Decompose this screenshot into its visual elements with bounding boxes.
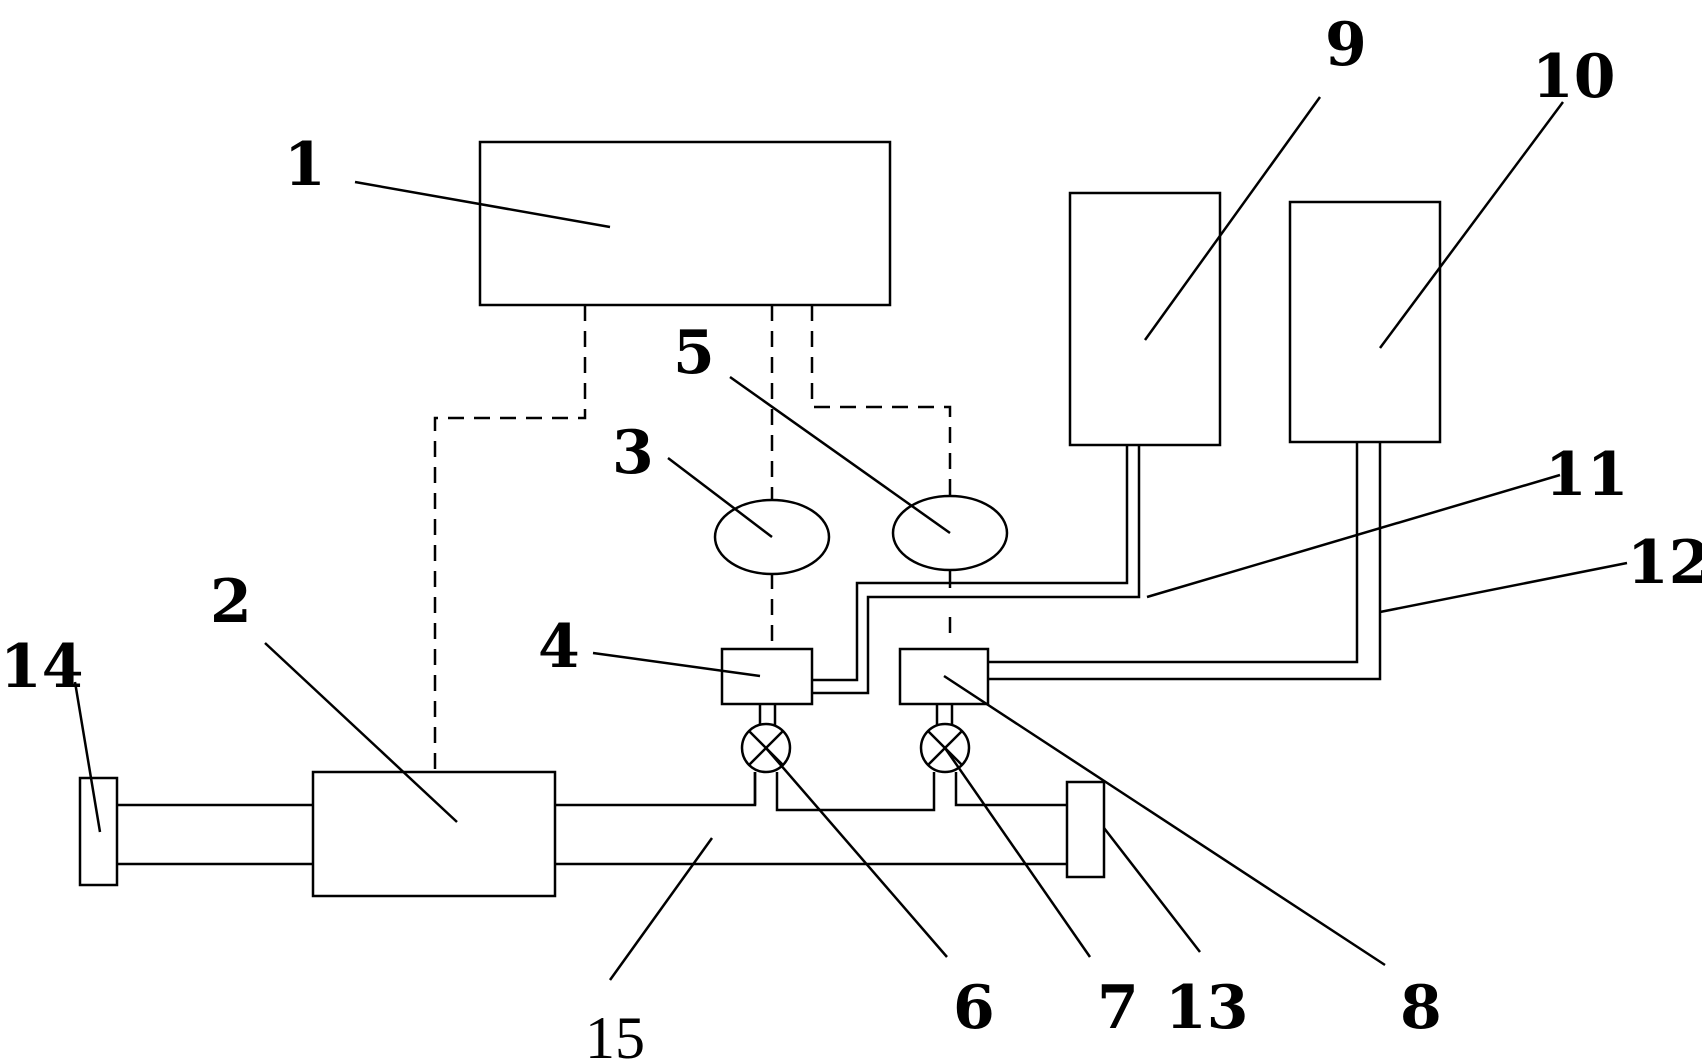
component-10-box	[1288, 200, 1442, 444]
leader-6	[765, 747, 948, 958]
label-14: 14	[0, 632, 84, 702]
leader-3	[667, 457, 773, 538]
leader-9	[1143, 96, 1322, 341]
leader-12	[1379, 561, 1628, 614]
flange-13	[1065, 780, 1106, 879]
label-15: 15	[585, 1005, 645, 1063]
pipe-15-top-right	[954, 772, 1067, 807]
label-9: 9	[1325, 10, 1367, 80]
pipe-11-inner	[812, 445, 1141, 695]
component-2-box	[311, 770, 557, 898]
label-12: 12	[1627, 528, 1702, 598]
leader-7	[943, 747, 1092, 958]
label-4: 4	[538, 612, 580, 682]
label-5: 5	[673, 318, 715, 388]
label-2: 2	[210, 567, 252, 637]
leader-4	[592, 651, 761, 678]
label-3: 3	[612, 418, 654, 488]
leader-11	[1146, 473, 1561, 599]
leader-5	[729, 375, 951, 535]
label-6: 6	[953, 973, 995, 1043]
label-1: 1	[284, 130, 326, 200]
label-8: 8	[1400, 973, 1442, 1043]
label-13: 13	[1165, 973, 1249, 1043]
pipe-15-top-middle	[775, 772, 936, 812]
pipe-11-outer	[812, 445, 1129, 682]
leader-1	[354, 180, 611, 229]
label-11: 11	[1545, 440, 1629, 510]
pipe-15-top-segment	[555, 772, 757, 807]
leader-2	[264, 642, 458, 823]
component-1-box	[478, 140, 892, 307]
pipe-12-outer	[988, 442, 1359, 664]
label-10: 10	[1532, 42, 1616, 112]
leader-13	[1103, 827, 1201, 953]
component-9-box	[1068, 191, 1222, 447]
signal-line-to-component-2	[433, 305, 587, 773]
leader-15	[608, 837, 714, 981]
signal-line-to-component-5	[810, 305, 952, 497]
leader-14	[73, 681, 102, 833]
pipe-12-inner	[988, 442, 1382, 681]
component-4-box	[720, 647, 814, 706]
label-7: 7	[1097, 973, 1139, 1043]
flange-14	[78, 776, 119, 887]
leader-10	[1378, 101, 1565, 349]
leader-8	[943, 674, 1386, 967]
